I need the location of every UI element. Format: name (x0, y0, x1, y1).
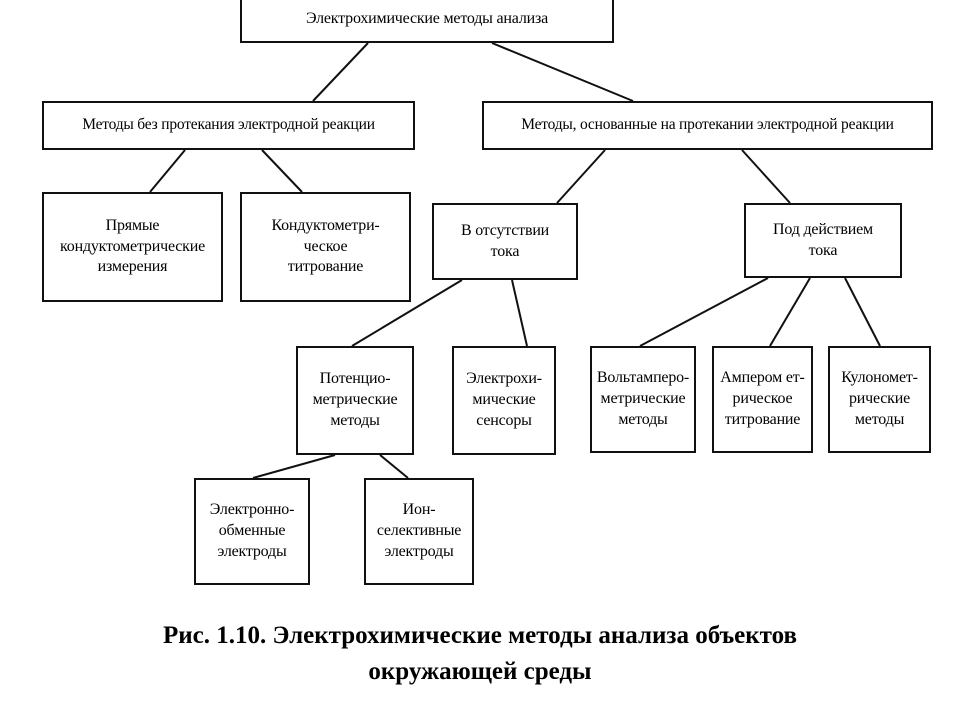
connector-right-current (741, 149, 791, 204)
connector-potentiometric-electron-exchange (252, 454, 336, 479)
connector-current-coulometric (844, 277, 881, 347)
under-current-node: Под действием тока (744, 203, 902, 278)
connector-nocurrent-sensors (511, 279, 528, 347)
connector-root-right (491, 42, 634, 102)
amperometric-node: Ампером ет- рическое титрование (712, 346, 813, 453)
potentiometric-node: Потенцио- метрические методы (296, 346, 414, 455)
conductometric-titration-node: Кондуктометри- ческое титрование (240, 192, 411, 302)
ion-selective-electrodes-node: Ион- селективные электроды (364, 478, 474, 585)
connector-right-nocurrent (556, 149, 606, 204)
figure-caption-line-2: окружающей среды (368, 658, 592, 685)
connector-current-amperometric (769, 277, 811, 347)
figure-caption-line-1: Рис. 1.10. Электрохимические методы анал… (162, 622, 798, 649)
electrochemical-sensors-node: Электрохи- мические сенсоры (452, 346, 556, 455)
connector-nocurrent-potentiometric (351, 279, 463, 347)
no-current-node: В отсутствии тока (432, 203, 578, 280)
root-node: Электрохимические методы анализа (240, 0, 614, 43)
connector-current-voltammetric (639, 277, 769, 347)
coulometric-node: Кулономет- рические методы (828, 346, 931, 453)
connector-root-left (312, 42, 369, 102)
branch-left-node: Методы без протекания электродной реакци… (42, 101, 415, 150)
connector-left-direct (149, 149, 186, 193)
direct-conductometry-node: Прямые кондуктометрические измерения (42, 192, 223, 302)
connector-potentiometric-ion-selective (379, 454, 409, 479)
voltammetric-node: Вольтампеpo- метрические методы (590, 346, 696, 453)
connector-left-titration (261, 149, 303, 193)
branch-right-node: Методы, основанные на протекании электро… (482, 101, 933, 150)
electron-exchange-electrodes-node: Электронно- обменные электроды (194, 478, 310, 585)
